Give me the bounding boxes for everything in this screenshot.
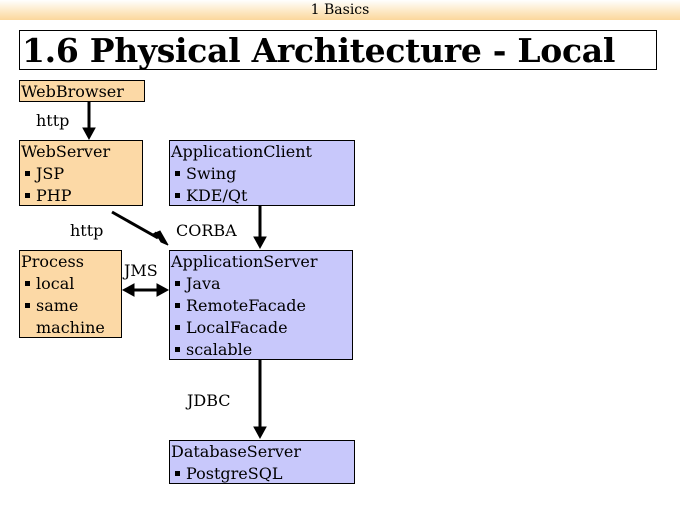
list-item: RemoteFacade	[171, 295, 352, 317]
node-title: ApplicationClient	[171, 142, 312, 161]
arrow-browser-to-webserver	[82, 102, 96, 141]
list-item-continuation: machine	[36, 318, 105, 337]
list-item: KDE/Qt	[171, 185, 354, 207]
bullet-icon	[175, 281, 180, 286]
slide-title-box: 1.6 Physical Architecture - Local	[19, 30, 657, 70]
arrow-webserver-to-appserver	[111, 210, 169, 246]
list-item: JSP	[21, 163, 142, 185]
node-title: Process	[21, 252, 84, 271]
application-server-node: ApplicationServer Java RemoteFacade Loca…	[169, 250, 353, 360]
web-browser-node: WebBrowser	[19, 80, 145, 102]
list-item: same	[21, 295, 121, 317]
node-title: WebBrowser	[21, 82, 124, 101]
list-item: Java	[171, 273, 352, 295]
bullet-icon	[175, 471, 180, 476]
process-node: Process local same machine	[19, 250, 122, 338]
list-item: Swing	[171, 163, 354, 185]
section-title: 1 Basics	[310, 2, 370, 18]
web-server-node: WebServer JSP PHP	[19, 140, 143, 206]
bullet-icon	[175, 303, 180, 308]
list-item: PostgreSQL	[171, 463, 354, 485]
bullet-icon	[25, 171, 30, 176]
edge-label-jdbc: JDBC	[187, 391, 231, 410]
list-item: scalable	[171, 339, 352, 361]
application-client-node: ApplicationClient Swing KDE/Qt	[169, 140, 355, 206]
node-title: WebServer	[21, 142, 111, 161]
edge-label-http-server: http	[70, 221, 104, 240]
arrow-appserver-to-database	[253, 360, 267, 440]
edge-label-jms: JMS	[124, 261, 158, 280]
node-title: ApplicationServer	[171, 252, 318, 271]
bullet-icon	[175, 347, 180, 352]
arrow-client-to-appserver	[253, 206, 267, 250]
edge-label-http-browser: http	[36, 111, 70, 130]
list-item: LocalFacade	[171, 317, 352, 339]
bullet-icon	[175, 171, 180, 176]
bullet-icon	[175, 325, 180, 330]
bullet-icon	[25, 303, 30, 308]
edge-label-corba: CORBA	[176, 221, 237, 240]
slide-title: 1.6 Physical Architecture - Local	[22, 31, 616, 70]
bullet-icon	[175, 193, 180, 198]
slide-header: 1 Basics	[0, 0, 680, 20]
arrow-process-appserver-bidirectional	[121, 283, 170, 297]
list-item: PHP	[21, 185, 142, 207]
bullet-icon	[25, 193, 30, 198]
node-title: DatabaseServer	[171, 442, 302, 461]
database-server-node: DatabaseServer PostgreSQL	[169, 440, 355, 484]
list-item: local	[21, 273, 121, 295]
bullet-icon	[25, 281, 30, 286]
